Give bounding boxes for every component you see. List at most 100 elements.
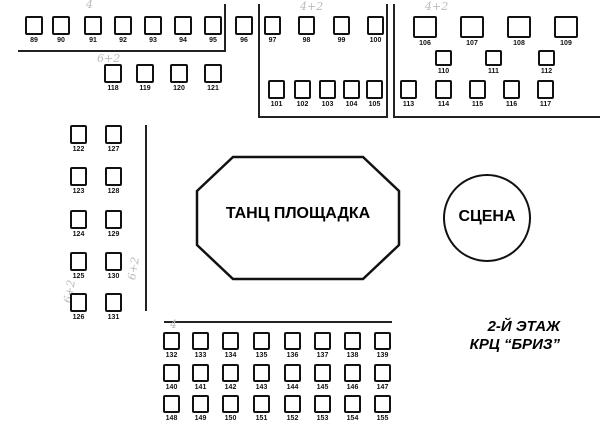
table-box (52, 16, 70, 35)
dance-floor-label: ТАНЦ ПЛОЩАДКА (225, 205, 371, 222)
table-95[interactable]: 95 (204, 16, 222, 47)
table-133[interactable]: 133 (192, 332, 209, 362)
table-154[interactable]: 154 (344, 395, 361, 425)
dance-floor-shape (195, 155, 401, 281)
table-108[interactable]: 108 (507, 16, 531, 50)
table-153[interactable]: 153 (314, 395, 331, 425)
handwritten-note: 4+2 (425, 0, 449, 13)
table-98[interactable]: 98 (298, 16, 315, 47)
divider (393, 4, 395, 118)
table-131[interactable]: 131 (105, 293, 122, 324)
table-box (70, 293, 87, 312)
table-number: 122 (72, 146, 85, 153)
table-137[interactable]: 137 (314, 332, 331, 362)
table-116[interactable]: 116 (503, 80, 520, 111)
table-box (319, 80, 336, 99)
table-box (170, 64, 188, 83)
table-121[interactable]: 121 (204, 64, 222, 95)
table-number: 106 (419, 40, 431, 47)
table-92[interactable]: 92 (114, 16, 132, 47)
table-107[interactable]: 107 (460, 16, 484, 50)
table-99[interactable]: 99 (333, 16, 350, 47)
table-box (507, 16, 531, 38)
table-143[interactable]: 143 (253, 364, 270, 394)
table-119[interactable]: 119 (136, 64, 154, 95)
table-90[interactable]: 90 (52, 16, 70, 47)
table-box (136, 64, 154, 83)
table-box (222, 332, 239, 350)
table-93[interactable]: 93 (144, 16, 162, 47)
table-140[interactable]: 140 (163, 364, 180, 394)
table-box (400, 80, 417, 99)
table-105[interactable]: 105 (366, 80, 383, 111)
table-151[interactable]: 151 (253, 395, 270, 425)
table-box (485, 50, 502, 66)
table-97[interactable]: 97 (264, 16, 281, 47)
table-144[interactable]: 144 (284, 364, 301, 394)
table-123[interactable]: 123 (70, 167, 87, 198)
table-number: 99 (337, 37, 346, 44)
table-100[interactable]: 100 (367, 16, 384, 47)
table-147[interactable]: 147 (374, 364, 391, 394)
table-box (105, 210, 122, 229)
table-box (294, 80, 311, 99)
table-112[interactable]: 112 (538, 50, 555, 78)
divider (393, 116, 600, 118)
table-101[interactable]: 101 (268, 80, 285, 111)
table-135[interactable]: 135 (253, 332, 270, 362)
table-139[interactable]: 139 (374, 332, 391, 362)
table-149[interactable]: 149 (192, 395, 209, 425)
table-117[interactable]: 117 (537, 80, 554, 111)
table-94[interactable]: 94 (174, 16, 192, 47)
table-142[interactable]: 142 (222, 364, 239, 394)
table-box (192, 395, 209, 413)
table-96[interactable]: 96 (235, 16, 253, 47)
table-120[interactable]: 120 (170, 64, 188, 95)
table-145[interactable]: 145 (314, 364, 331, 394)
table-115[interactable]: 115 (469, 80, 486, 111)
table-130[interactable]: 130 (105, 252, 122, 283)
table-132[interactable]: 132 (163, 332, 180, 362)
table-146[interactable]: 146 (344, 364, 361, 394)
table-127[interactable]: 127 (105, 125, 122, 156)
table-134[interactable]: 134 (222, 332, 239, 362)
table-number: 143 (255, 384, 268, 391)
table-number: 151 (255, 415, 268, 422)
table-106[interactable]: 106 (413, 16, 437, 50)
table-114[interactable]: 114 (435, 80, 452, 111)
table-155[interactable]: 155 (374, 395, 391, 425)
table-125[interactable]: 125 (70, 252, 87, 283)
table-138[interactable]: 138 (344, 332, 361, 362)
table-box (435, 80, 452, 99)
table-148[interactable]: 148 (163, 395, 180, 425)
table-109[interactable]: 109 (554, 16, 578, 50)
table-129[interactable]: 129 (105, 210, 122, 241)
table-104[interactable]: 104 (343, 80, 360, 111)
table-103[interactable]: 103 (319, 80, 336, 111)
table-89[interactable]: 89 (25, 16, 43, 47)
divider (145, 125, 147, 311)
table-136[interactable]: 136 (284, 332, 301, 362)
table-122[interactable]: 122 (70, 125, 87, 156)
table-141[interactable]: 141 (192, 364, 209, 394)
table-91[interactable]: 91 (84, 16, 102, 47)
table-box (163, 364, 180, 382)
table-110[interactable]: 110 (435, 50, 452, 78)
table-number: 107 (466, 40, 478, 47)
table-126[interactable]: 126 (70, 293, 87, 324)
table-102[interactable]: 102 (294, 80, 311, 111)
table-111[interactable]: 111 (485, 50, 502, 78)
table-box (253, 332, 270, 350)
table-number: 108 (513, 40, 525, 47)
table-box (253, 395, 270, 413)
table-128[interactable]: 128 (105, 167, 122, 198)
table-118[interactable]: 118 (104, 64, 122, 95)
table-113[interactable]: 113 (400, 80, 417, 111)
table-box (105, 293, 122, 312)
table-124[interactable]: 124 (70, 210, 87, 241)
table-150[interactable]: 150 (222, 395, 239, 425)
table-box (367, 16, 384, 35)
table-152[interactable]: 152 (284, 395, 301, 425)
table-number: 101 (270, 101, 283, 108)
title-venue: КРЦ “БРИЗ” (469, 336, 560, 353)
